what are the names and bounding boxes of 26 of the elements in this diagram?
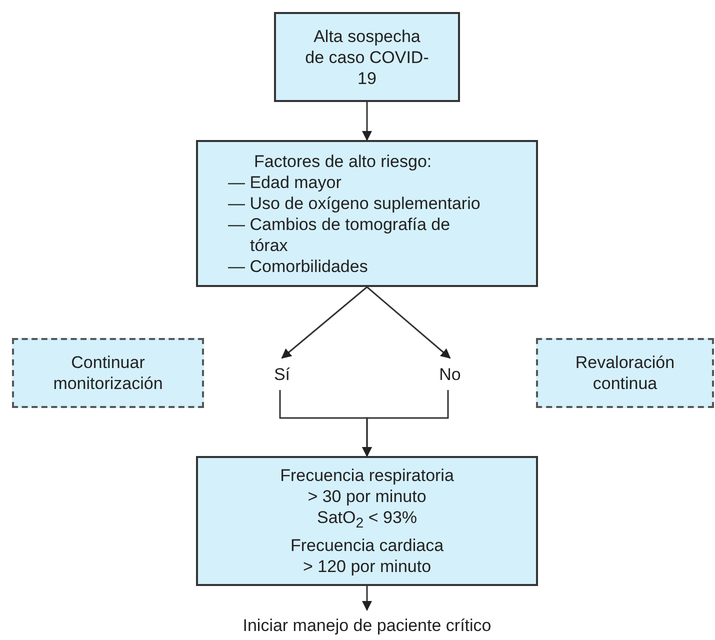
arrow (362, 102, 372, 141)
box-heading: Factores de alto riesgo: (254, 150, 432, 172)
process-box (196, 456, 538, 586)
list-item: — Uso de oxígeno suplementario (228, 192, 480, 214)
dashed-box (536, 338, 714, 408)
box-text: Continuar monitorización (52, 352, 164, 394)
outcome-text: Iniciar manejo de paciente crítico (200, 614, 534, 636)
box-text: Revaloración continua (574, 352, 676, 394)
box-text: SatO$_{2}$ < 93% (316, 507, 418, 534)
arrow (362, 390, 449, 457)
branch-label: No (432, 362, 468, 386)
list-item: — Comorbilidades (228, 256, 368, 276)
list-item: — Edad mayor (228, 172, 342, 192)
arrow (366, 286, 451, 359)
arrow (362, 586, 372, 611)
box-text: > 120 por minuto (302, 556, 432, 577)
process-box (196, 140, 538, 287)
box-text: Alta sospecha de caso COVID-19 (304, 26, 430, 88)
dashed-box (12, 338, 204, 408)
branch-label: Sí (266, 362, 298, 386)
box-text: Frecuencia respiratoria (280, 465, 454, 486)
list-item: — Cambios de tomografía de tórax (228, 214, 452, 256)
arrow (281, 286, 368, 359)
box-text: Frecuencia cardiaca (290, 534, 444, 556)
box-text: > 30 por minuto (308, 486, 426, 508)
process-box (274, 12, 460, 102)
